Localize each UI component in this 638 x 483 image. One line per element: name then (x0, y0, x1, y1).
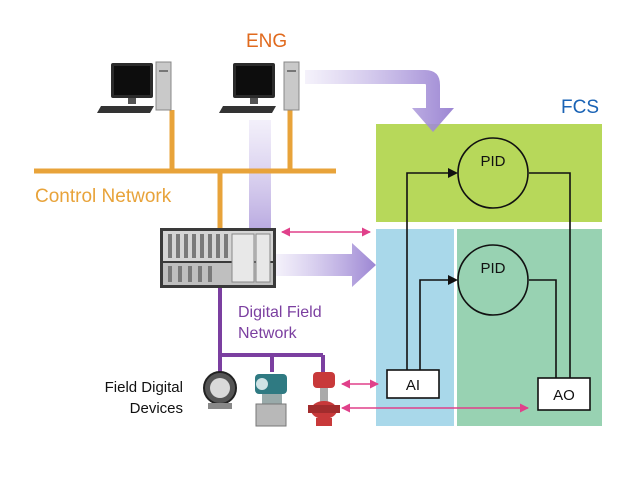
ao-block (537, 377, 591, 411)
pressure-transmitter-icon (255, 374, 287, 427)
pid-bottom-label: PID (480, 260, 505, 277)
computer-icon-right (219, 61, 300, 113)
controller-rack-icon (160, 228, 276, 288)
control-network-lines (34, 110, 336, 229)
pid-top-label: PID (480, 153, 505, 170)
pid-bottom-circle (457, 244, 529, 316)
eng-label: ENG (246, 31, 287, 52)
pid-top-circle (457, 137, 529, 209)
digital-field-network-label-line2: Network (238, 325, 298, 342)
fcs-label: FCS (561, 97, 599, 118)
control-valve-icon (308, 372, 340, 426)
field-digital-devices-label-line2: Devices (130, 400, 183, 417)
field-digital-devices-label-line1: Field Digital (105, 379, 183, 396)
controller-to-fcs-arrow (275, 243, 376, 287)
eng-to-fcs-arrow (305, 70, 454, 132)
digital-field-network-label-line1: Digital Field (238, 304, 322, 321)
field-network-lines (218, 288, 325, 372)
ao-label: AO (553, 387, 575, 404)
ai-block (386, 369, 440, 399)
computer-icon-left (97, 61, 172, 113)
eng-vertical-beam (249, 120, 271, 230)
control-loop-lines (406, 168, 571, 378)
transmitter-device-icon (203, 371, 237, 409)
control-network-label: Control Network (35, 186, 172, 207)
ai-label: AI (406, 377, 420, 394)
